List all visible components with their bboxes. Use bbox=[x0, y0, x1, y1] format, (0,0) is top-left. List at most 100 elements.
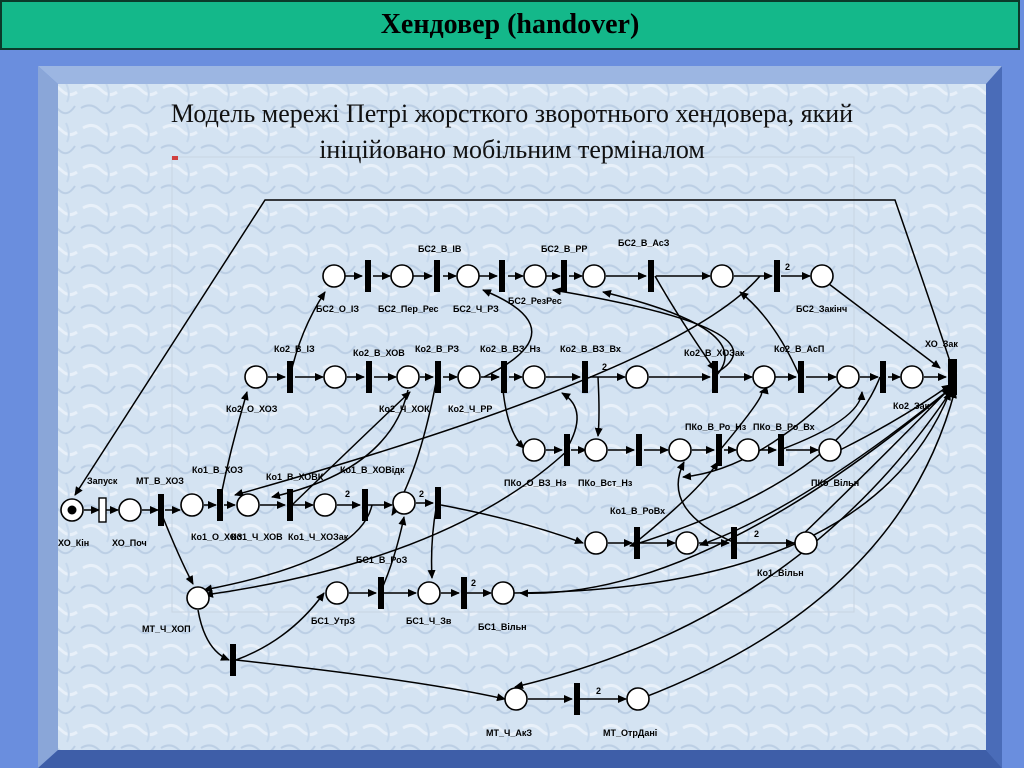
transition-pko-mid bbox=[636, 434, 642, 466]
place-ko1-mid bbox=[675, 531, 699, 555]
arc bbox=[682, 376, 851, 481]
transition-label: Ко2_В_ХОВ bbox=[353, 348, 405, 358]
transition-ko2-v-vz-nz bbox=[501, 361, 507, 393]
caption-line-1: Модель мережі Петрі жорсткого зворотньог… bbox=[171, 99, 853, 128]
transition-ko2-v-vz-vx bbox=[582, 361, 588, 393]
place-mt-ch-akz bbox=[504, 687, 528, 711]
place-label: ПКо_Вст_Нз bbox=[578, 478, 633, 488]
place-label: Ко2_Зак bbox=[893, 401, 930, 411]
arc bbox=[234, 275, 761, 497]
transition-label: БС2_В_АсЗ bbox=[618, 238, 670, 248]
transition-label: ПКо_В_Ро_Нз bbox=[685, 422, 747, 432]
place-label: ПКо_О_ВЗ_Нз bbox=[504, 478, 567, 488]
place-ko2-ch-rr bbox=[457, 365, 481, 389]
transitions bbox=[158, 260, 957, 715]
transition-ko1-after bbox=[435, 487, 441, 519]
transition-label: Запуск bbox=[87, 476, 118, 486]
place-ko2-o-xoz bbox=[244, 365, 268, 389]
arc bbox=[639, 389, 957, 700]
place-ko2-ch-xok bbox=[396, 365, 420, 389]
place-ko1-after-rovx bbox=[584, 531, 608, 555]
arc bbox=[235, 659, 506, 702]
weight-label: 2 bbox=[471, 578, 476, 588]
place-bs2-per-res bbox=[390, 264, 414, 288]
transition-bs2-v-iv bbox=[365, 260, 371, 292]
transition-label: Ко2_В_ВЗ_Вх bbox=[560, 344, 621, 354]
place-label: Ко1_Ч_ХОЗак bbox=[288, 532, 349, 542]
place-label: ХО_Кін bbox=[58, 538, 89, 548]
place-ko1-ch-xozak bbox=[313, 493, 337, 517]
transition-bs2-v-iv-2 bbox=[434, 260, 440, 292]
panel-right-bevel bbox=[986, 66, 1002, 768]
place-bs2-after-rr bbox=[582, 264, 606, 288]
token bbox=[67, 505, 77, 515]
place-label: ПКо_Вільн bbox=[811, 478, 859, 488]
arc bbox=[594, 376, 603, 437]
place-pko-after-ro-vx bbox=[736, 438, 760, 462]
transition-label: МТ_В_ХОЗ bbox=[136, 476, 184, 486]
transition-ko2-v-rz bbox=[435, 361, 441, 393]
transition-zapusk bbox=[98, 497, 107, 523]
arc bbox=[828, 283, 941, 369]
arc bbox=[634, 461, 719, 544]
transition-label: Ко2_В_ІЗ bbox=[274, 344, 315, 354]
panel-top-bevel bbox=[38, 66, 1002, 84]
arc bbox=[654, 275, 716, 371]
transition-label: ПКо_В_Ро_Вх bbox=[753, 422, 815, 432]
transition-label: Ко2_В_РЗ bbox=[415, 344, 459, 354]
arc bbox=[235, 592, 325, 661]
arc bbox=[271, 389, 409, 500]
place-ko1-after-xovidk bbox=[392, 491, 416, 515]
place-label: МТ_Ч_АкЗ bbox=[486, 728, 532, 738]
transition-bs1-vilnh bbox=[461, 577, 467, 609]
place-bs2-rezres bbox=[523, 264, 547, 288]
arc bbox=[793, 387, 951, 544]
place-label: БС1_УтрЗ bbox=[311, 616, 355, 626]
slide-title-bar: Хендовер (handover) bbox=[0, 0, 1020, 50]
place-bs1-vilnh bbox=[491, 581, 515, 605]
transition-ko2-v-xozak bbox=[712, 361, 718, 393]
arc bbox=[719, 386, 769, 451]
place-ko2-after-xozak bbox=[752, 365, 776, 389]
weight-label: 2 bbox=[596, 686, 601, 696]
weight-label: 2 bbox=[754, 529, 759, 539]
transition-ko2-v-xov bbox=[366, 361, 372, 393]
transition-mt-v-xoz bbox=[158, 494, 164, 526]
place-ko2-zak bbox=[900, 365, 924, 389]
transition-label: Ко2_В_ВЗ_Нз bbox=[480, 344, 541, 354]
place-xo-poch bbox=[118, 498, 142, 522]
place-label: БС2_О_ІЗ bbox=[316, 304, 359, 314]
transition-label: БС2_В_РР bbox=[541, 244, 587, 254]
place-ko2-after-vz-nz bbox=[522, 365, 546, 389]
slide-body: Модель мережі Петрі жорсткого зворотньог… bbox=[0, 50, 1024, 768]
transition-ko2-zak bbox=[880, 361, 886, 393]
transition-pko-v-ro-vx bbox=[778, 434, 784, 466]
arc bbox=[514, 384, 956, 690]
place-bs2-after-asz bbox=[710, 264, 734, 288]
place-label: Ко2_Ч_ХОК bbox=[379, 404, 430, 414]
place-bs1-ch-zv bbox=[417, 581, 441, 605]
place-bs2-o-iz bbox=[322, 264, 346, 288]
transition-label: ХО_Зак bbox=[925, 339, 958, 349]
place-label: БС2_Пер_Рес bbox=[378, 304, 439, 314]
arc bbox=[197, 609, 230, 661]
place-label: Ко2_О_ХОЗ bbox=[226, 404, 278, 414]
place-ko2-after-asp bbox=[836, 365, 860, 389]
place-pko-after-ro-nz bbox=[668, 438, 692, 462]
place-ko2-after-iz bbox=[323, 365, 347, 389]
panel-left-bevel bbox=[38, 66, 58, 768]
transition-ko1-v-rovx bbox=[634, 527, 640, 559]
transition-mt-otrdani bbox=[574, 683, 580, 715]
place-label: МТ_Ч_ХОП bbox=[142, 624, 191, 634]
slide-title: Хендовер (handover) bbox=[380, 9, 640, 40]
transition-ko2-v-iz bbox=[287, 361, 293, 393]
place-ko1-ch-xov bbox=[236, 493, 260, 517]
place-label: БС2_РезРес bbox=[508, 296, 562, 306]
place-label: Ко1_Ч_ХОВ bbox=[231, 532, 283, 542]
place-label: БС2_Закінч bbox=[796, 304, 847, 314]
transition-pko-v-ro-nz bbox=[716, 434, 722, 466]
place-mt-ch-xop bbox=[186, 586, 210, 610]
caption-line-2: ініційовано мобільним терміналом bbox=[319, 135, 705, 164]
place-ko2-after-vz-vx bbox=[625, 365, 649, 389]
place-bs2-ch-rz bbox=[456, 264, 480, 288]
